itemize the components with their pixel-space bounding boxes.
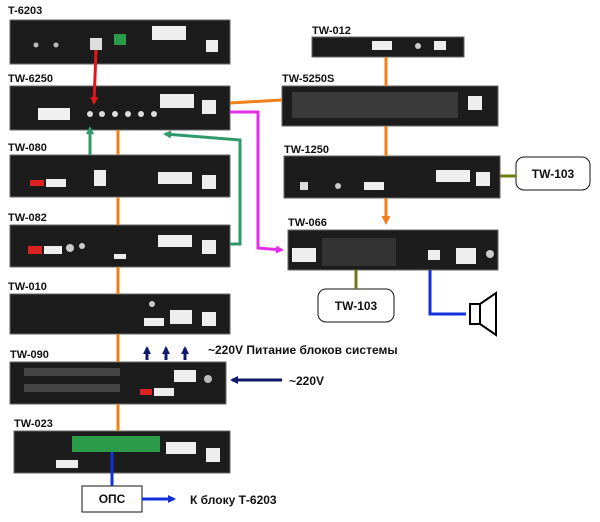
- callout-ops-text: ОПС: [99, 492, 126, 506]
- device-tw066: [287, 229, 499, 271]
- to-t6203-label: К блоку Т-6203: [190, 493, 277, 507]
- callout-tw103-right-text: TW-103: [532, 167, 575, 181]
- device-tw080: [9, 154, 231, 198]
- device-tw012: [311, 36, 465, 58]
- label-tw090: TW-090: [10, 349, 49, 361]
- label-tw066: TW-066: [288, 217, 327, 229]
- device-tw082: [9, 224, 231, 268]
- red-wire: [90, 49, 99, 105]
- label-tw012: TW-012: [312, 25, 351, 37]
- callout-tw103-bottom-text: TW-103: [335, 299, 378, 313]
- device-tw1250: [283, 155, 501, 199]
- device-tw090: [9, 361, 227, 405]
- label-t6203: T-6203: [8, 5, 42, 17]
- device-tw5250s: [281, 85, 499, 127]
- label-tw082: TW-082: [8, 212, 47, 224]
- device-tw6250: [9, 85, 231, 131]
- label-tw6250: TW-6250: [8, 73, 53, 85]
- callout-tw103-right: TW-103: [515, 156, 591, 191]
- power-in-label: ~220V: [289, 374, 324, 388]
- speaker-icon: [469, 291, 497, 337]
- device-tw023: [13, 430, 231, 474]
- label-tw023: TW-023: [14, 418, 53, 430]
- blue-speaker-wire: [428, 270, 466, 316]
- label-tw5250s: TW-5250S: [282, 73, 334, 85]
- callout-ops: ОПС: [81, 485, 143, 513]
- label-tw010: TW-010: [8, 281, 47, 293]
- magenta-wire: [230, 110, 284, 254]
- power-system-label: ~220V Питание блоков системы: [208, 343, 398, 357]
- label-tw080: TW-080: [8, 142, 47, 154]
- green-wire-right: [163, 130, 242, 246]
- up-arrow-icon: [143, 346, 189, 360]
- device-t6203: [9, 19, 231, 65]
- device-tw010: [9, 293, 231, 335]
- callout-tw103-bottom: TW-103: [317, 288, 395, 323]
- orange-wires: [116, 57, 391, 431]
- label-tw1250: TW-1250: [284, 144, 329, 156]
